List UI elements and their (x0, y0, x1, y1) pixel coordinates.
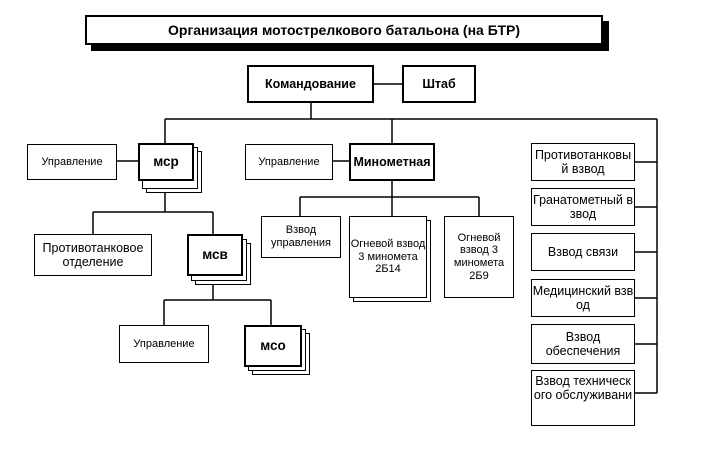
msv-control-box: Управление (119, 325, 209, 363)
antitank-platoon-box: Противотанковый взвод (531, 143, 635, 181)
mortar-control-box: Управление (245, 144, 333, 180)
antitank-section-box: Противотанковое отделение (34, 234, 152, 276)
fire-platoon-2-box: Огневой взвод 3 миномета 2Б9 (444, 216, 514, 298)
mortar-battery-box: Минометная (349, 143, 435, 181)
chart-title: Организация мотострелкового батальона (н… (85, 15, 603, 45)
mortar-control-platoon-box: Взвод управления (261, 216, 341, 258)
medical-platoon-box: Медицинский взвод (531, 279, 635, 317)
msv-box: мсв (187, 234, 243, 276)
msr-control-box: Управление (27, 144, 117, 180)
staff-box: Штаб (402, 65, 476, 103)
msr-box: мср (138, 143, 194, 181)
fire-platoon-1-box: Огневой взвод 3 миномета 2Б14 (349, 216, 427, 298)
mso-box: мсо (244, 325, 302, 367)
supply-platoon-box: Взвод обеспечения (531, 324, 635, 364)
signal-platoon-box: Взвод связи (531, 233, 635, 271)
maintenance-platoon-box: Взвод технического обслуживани (531, 370, 635, 426)
command-box: Командование (247, 65, 374, 103)
grenade-launcher-platoon-box: Гранатометный взвод (531, 188, 635, 226)
